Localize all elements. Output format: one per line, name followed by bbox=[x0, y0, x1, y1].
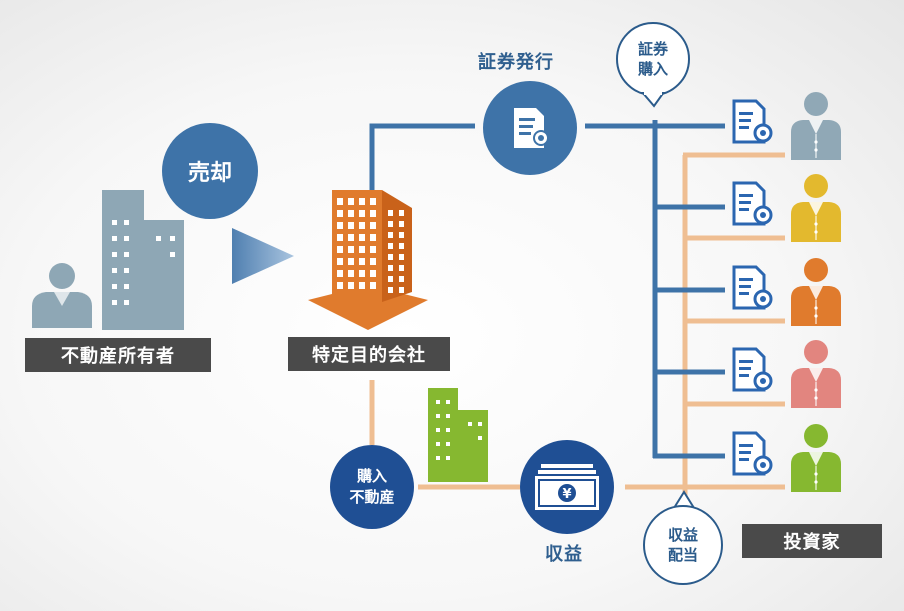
revenue-label: 収益 bbox=[545, 544, 583, 565]
owner-person-icon bbox=[32, 263, 92, 328]
play-triangle-icon bbox=[232, 228, 294, 284]
buy-securities-bubble: 証券購入 bbox=[616, 22, 690, 96]
certificate-icon bbox=[732, 431, 773, 476]
sale-circle: 売却 bbox=[162, 123, 258, 219]
owner-building-icon bbox=[102, 190, 184, 330]
person-icon bbox=[791, 258, 841, 326]
property-building-icon bbox=[428, 388, 488, 482]
dividend-line1: 収益 bbox=[667, 526, 698, 544]
person-icon bbox=[791, 340, 841, 408]
person-icon bbox=[791, 174, 841, 242]
certificate-icon bbox=[732, 347, 773, 392]
buy-securities-line1: 証券 bbox=[637, 40, 668, 58]
yen-banknote-icon: ¥ bbox=[535, 464, 599, 510]
purchase-property-circle: 購入不動産 bbox=[330, 445, 414, 529]
person-icon bbox=[791, 92, 841, 160]
certificate-icon bbox=[732, 265, 773, 310]
buy-securities-line2: 購入 bbox=[637, 60, 668, 78]
purchase-line1: 購入 bbox=[356, 467, 387, 485]
issue-circle bbox=[483, 81, 577, 175]
spc-label: 特定目的会社 bbox=[288, 337, 450, 371]
certificate-icon bbox=[732, 181, 773, 226]
dividend-bubble: 収益配当 bbox=[643, 505, 723, 585]
certificate-icon bbox=[514, 108, 549, 148]
owner-label: 不動産所有者 bbox=[25, 338, 211, 372]
investors-label: 投資家 bbox=[742, 524, 882, 558]
issue-label: 証券発行 bbox=[478, 52, 554, 73]
revenue-circle: ¥ bbox=[520, 440, 614, 534]
svg-text:¥: ¥ bbox=[562, 487, 571, 502]
bubble-tail bbox=[640, 92, 666, 108]
purchase-line2: 不動産 bbox=[349, 488, 395, 506]
certificate-icon bbox=[732, 99, 773, 144]
spc-building-icon bbox=[308, 190, 428, 330]
person-icon bbox=[791, 424, 841, 492]
dividend-line2: 配当 bbox=[667, 546, 698, 564]
